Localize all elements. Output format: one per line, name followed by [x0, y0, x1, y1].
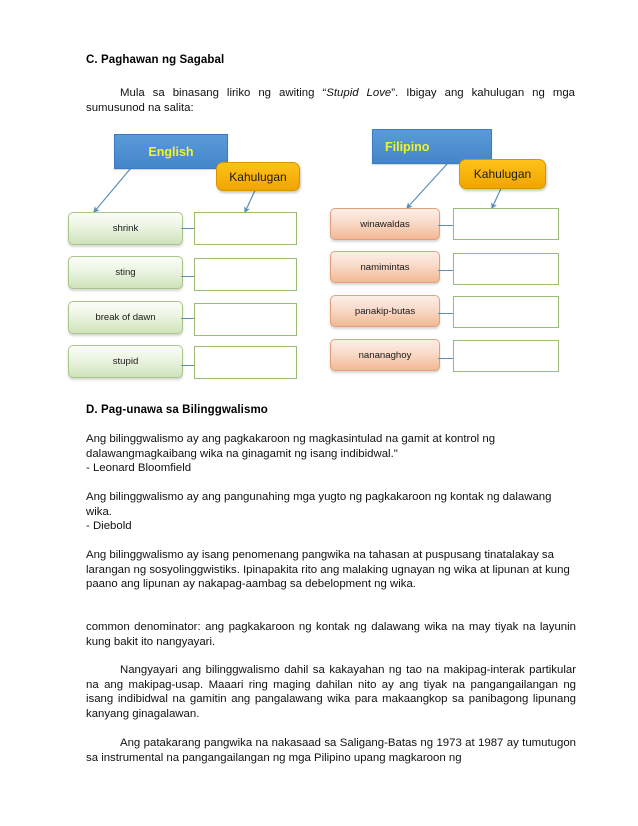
english-kahulugan-label: Kahulugan: [229, 169, 287, 184]
section-d-paragraph-3: Ang bilinggwalismo ay isang penomenang p…: [86, 549, 570, 591]
english-header-label: English: [148, 144, 194, 159]
english-term-box-2: sting: [68, 256, 183, 289]
english-term-label-2: sting: [115, 267, 136, 278]
english-term-box-3: break of dawn: [68, 301, 183, 334]
filipino-answer-box-2[interactable]: [453, 253, 559, 285]
section-d-heading: D. Pag-unawa sa Bilinggwalismo: [86, 404, 268, 416]
filipino-term-label-2: namimintas: [360, 261, 410, 273]
section-d-paragraph-6: Ang patakarang pangwika na nakasaad sa S…: [86, 737, 576, 764]
song-title: Stupid Love: [326, 87, 392, 99]
section-c-intro-post: ”. Ibigay ang kahulugan ng mga sumusunod…: [86, 87, 575, 114]
section-c-intro: Mula sa binasang liriko ng awiting “Stup…: [86, 86, 575, 115]
filipino-term-label-3: panakip-butas: [354, 305, 416, 317]
filipino-term-box-4: nananaghoy: [330, 339, 440, 371]
english-connector-3: [181, 318, 195, 320]
english-kahulugan-box: Kahulugan: [216, 162, 300, 191]
filipino-header-box: Filipino: [372, 129, 492, 164]
filipino-connector-3: [438, 313, 454, 315]
filipino-connector-1: [438, 225, 454, 227]
english-connector-4: [181, 365, 195, 367]
english-answer-box-3[interactable]: [194, 303, 297, 336]
section-d-attribution-1: - Leonard Bloomfield: [86, 462, 192, 474]
english-term-box-4: stupid: [68, 345, 183, 378]
english-answer-box-1[interactable]: [194, 212, 297, 245]
filipino-term-box-3: panakip-butas: [330, 295, 440, 327]
filipino-answer-box-4[interactable]: [453, 340, 559, 372]
english-term-label-1: shrink: [112, 223, 139, 234]
section-d-paragraph-4: common denominator: ang pagkakaroon ng k…: [86, 621, 576, 648]
filipino-kahulugan-label: Kahulugan: [473, 167, 532, 181]
english-header-box: English: [114, 134, 228, 169]
filipino-term-box-2: namimintas: [330, 251, 440, 283]
filipino-answer-box-3[interactable]: [453, 296, 559, 328]
filipino-kahulugan-box: Kahulugan: [459, 159, 546, 189]
english-term-box-1: shrink: [68, 212, 183, 245]
section-d-paragraph-1: Ang bilinggwalismo ay ang pagkakaroon ng…: [86, 433, 496, 460]
section-d-paragraph-5: Nangyayari ang bilinggwalismo dahil sa k…: [86, 664, 576, 720]
section-d-attribution-2: - Diebold: [86, 520, 132, 532]
english-term-label-3: break of dawn: [95, 312, 156, 323]
english-answer-box-4[interactable]: [194, 346, 297, 379]
filipino-header-label: Filipino: [385, 139, 430, 154]
filipino-term-label-4: nananaghoy: [358, 349, 412, 361]
filipino-answer-box-1[interactable]: [453, 208, 559, 240]
section-c-intro-pre: Mula sa binasang liriko ng awiting “: [120, 87, 327, 99]
filipino-term-label-1: winawaldas: [360, 218, 410, 230]
english-connector-2: [181, 276, 195, 278]
section-d-paragraph-2: Ang bilinggwalismo ay ang pangunahing mg…: [86, 491, 552, 518]
english-term-label-4: stupid: [112, 356, 139, 367]
vocabulary-diagram: English Kahulugan shrink sting break of …: [0, 128, 638, 379]
english-answer-box-2[interactable]: [194, 258, 297, 291]
filipino-term-box-1: winawaldas: [330, 208, 440, 240]
filipino-connector-2: [438, 270, 454, 272]
filipino-connector-4: [438, 358, 454, 360]
english-connector-1: [181, 228, 195, 230]
section-c-heading: C. Paghawan ng Sagabal: [86, 54, 225, 66]
